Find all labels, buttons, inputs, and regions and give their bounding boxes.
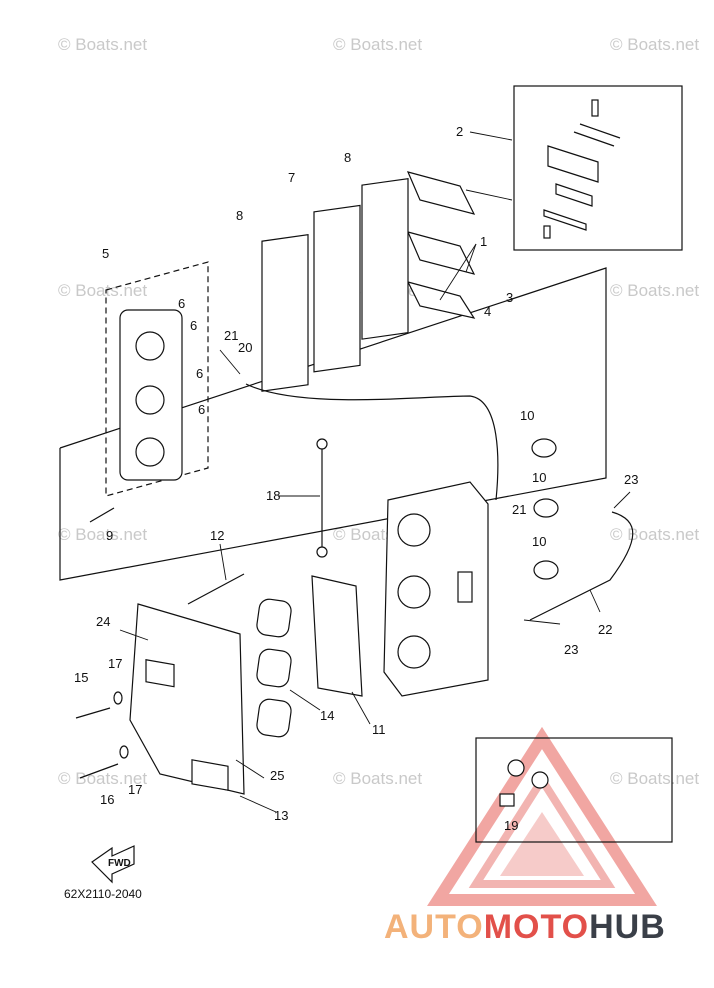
inset-box-plug (475, 737, 673, 843)
callout-number: 8 (344, 150, 351, 165)
callout-number: 18 (266, 488, 280, 503)
fuel-hose (245, 383, 499, 501)
callout-number: 10 (532, 534, 546, 549)
watermark: © Boats.net (58, 525, 147, 544)
callout-number: 2 (456, 124, 463, 139)
watermark: © Boats.net (610, 35, 699, 54)
o-rings (531, 438, 559, 580)
callout-number: 1 (480, 234, 487, 249)
callout-number: 17 (128, 782, 142, 797)
carburetor-assembly (383, 481, 489, 697)
watermark: © Boats.net (333, 35, 422, 54)
brand-logo (427, 726, 657, 906)
intake-manifold (119, 309, 183, 481)
callout-number: 4 (484, 304, 491, 319)
callout-number: 24 (96, 614, 110, 629)
washer-17 (113, 691, 123, 705)
callout-number: 13 (274, 808, 288, 823)
watermark: © Boats.net (610, 525, 699, 544)
callout-number: 6 (198, 402, 205, 417)
callout-number: 9 (106, 528, 113, 543)
callout-number: 23 (624, 472, 638, 487)
screw-15 (75, 707, 111, 719)
callout-labels: 1 2 3 4 5 6 6 6 6 7 8 8 9 10 10 10 11 12… (74, 124, 638, 833)
callout-number: 7 (288, 170, 295, 185)
bolt-12 (187, 573, 245, 605)
callout-number: 20 (238, 340, 252, 355)
callout-number: 17 (108, 656, 122, 671)
callout-number: 19 (504, 818, 518, 833)
reed-valve-exploded (543, 99, 621, 239)
watermark: © Boats.net (58, 35, 147, 54)
intake-silencer (129, 603, 245, 795)
callout-number: 10 (532, 470, 546, 485)
manifold-dashed-box (105, 261, 209, 497)
gaskets (261, 177, 409, 392)
watermark: © Boats.net (58, 281, 147, 300)
inset-box-reed (513, 85, 683, 251)
callout-number: 16 (100, 792, 114, 807)
reed-valve-blocks (406, 171, 476, 319)
callout-number: 6 (196, 366, 203, 381)
callout-number: 21 (512, 502, 526, 517)
gasket-11 (311, 575, 363, 697)
callout-number: 3 (506, 290, 513, 305)
bolt-9 (89, 507, 115, 523)
callout-number: 22 (598, 622, 612, 637)
callout-number: 14 (320, 708, 334, 723)
watermark: © Boats.net (58, 769, 147, 788)
assembly-frame (59, 267, 607, 581)
leader-lines (119, 131, 631, 813)
seals-14 (256, 598, 292, 738)
callout-number: 15 (74, 670, 88, 685)
brand-part-1: AUTO (384, 908, 484, 946)
callout-number: 8 (236, 208, 243, 223)
brand-part-3: HUB (589, 908, 666, 946)
callout-number: 6 (178, 296, 185, 311)
callout-number: 11 (372, 722, 386, 737)
callout-number: 21 (224, 328, 238, 343)
callout-number: 25 (270, 768, 284, 783)
watermark: © Boats.net (333, 769, 422, 788)
watermark: © Boats.net (610, 769, 699, 788)
callout-number: 23 (564, 642, 578, 657)
fwd-arrow: FWD (91, 845, 135, 884)
plug-detail (499, 759, 549, 807)
diagram-code: 62X2110-2040 (64, 887, 142, 901)
fwd-label: FWD (108, 858, 131, 869)
callout-number: 10 (520, 408, 534, 423)
screw-16 (79, 763, 119, 779)
linkage-rod (316, 438, 328, 558)
callout-number: 6 (190, 318, 197, 333)
callout-number: 12 (210, 528, 224, 543)
callout-number: 5 (102, 246, 109, 261)
hose-22 (529, 511, 634, 621)
brand-wordmark: AUTOMOTOHUB (384, 908, 666, 946)
washer-17 (119, 745, 129, 759)
brand-part-2: MOTO (484, 908, 589, 946)
watermark: © Boats.net (610, 281, 699, 300)
